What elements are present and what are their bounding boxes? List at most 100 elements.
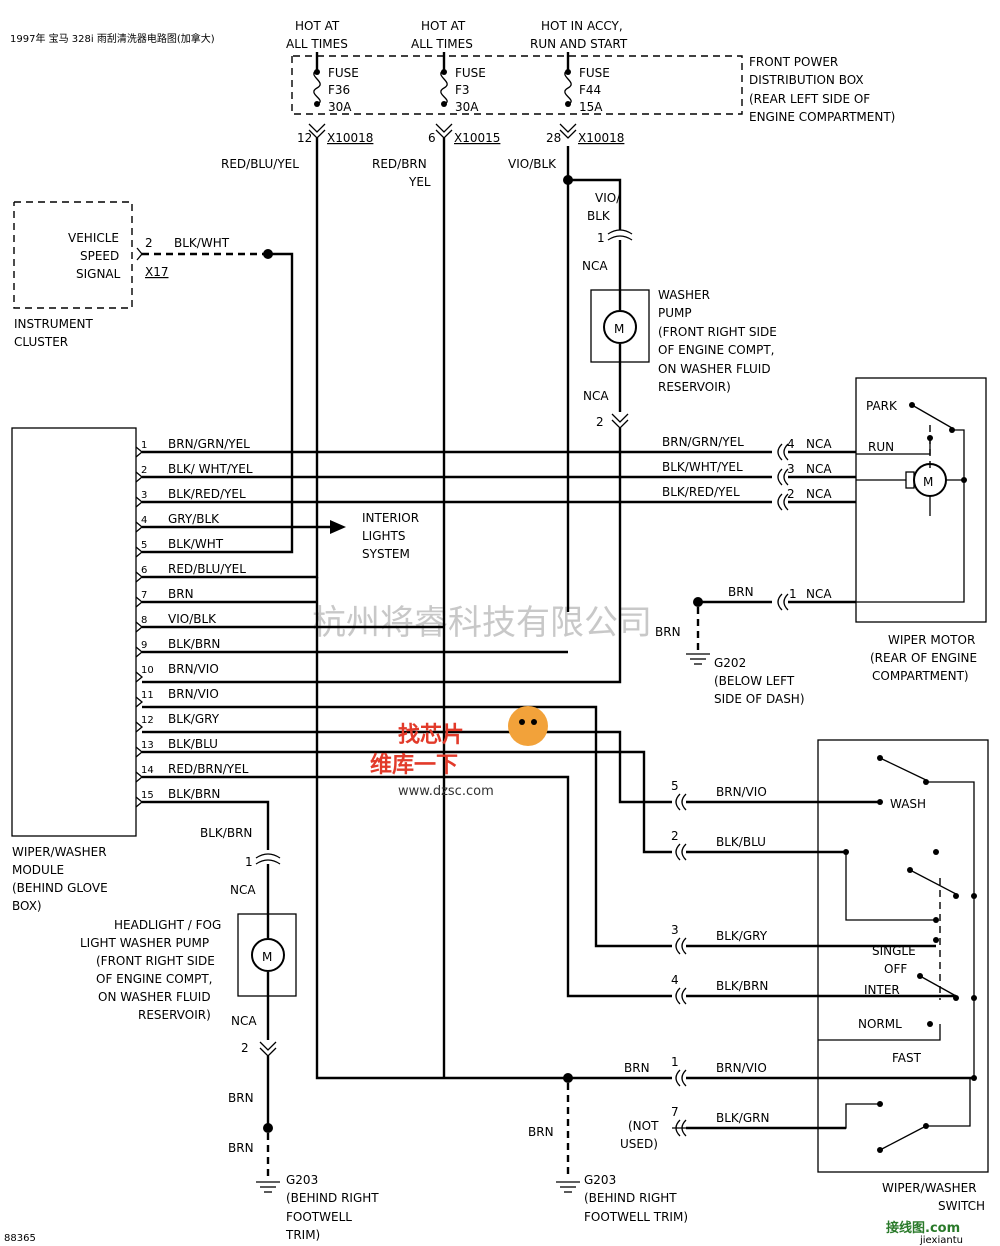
fuse3-id: F44 <box>579 83 601 97</box>
washer-pump-motor: M <box>614 322 624 336</box>
fuse-box-label-1: FRONT POWER <box>749 55 838 69</box>
module-pin-number: 6 <box>141 565 147 576</box>
g203-left-label-3: FOOTWELL <box>286 1210 352 1224</box>
g203-right-label-1: G203 <box>584 1173 616 1187</box>
module-pin-number: 15 <box>141 790 154 801</box>
corner-watermark-sub: jiexiantu <box>919 1235 963 1246</box>
module-pin-number: 10 <box>141 665 154 676</box>
wiper-motor-run: RUN <box>868 440 894 454</box>
g203-right-label-3: FOOTWELL TRIM) <box>584 1210 688 1224</box>
g202-label-3: SIDE OF DASH) <box>714 692 805 706</box>
module-pin-wire: BLK/RED/YEL <box>168 487 246 501</box>
switch-pos-off: OFF <box>884 962 907 976</box>
interior-lights-1: INTERIOR <box>362 511 419 525</box>
ground-g202: BRN BRN G202 (BELOW LEFT SIDE OF DASH) <box>655 585 805 706</box>
washer-pump-label-5: ON WASHER FLUID <box>658 362 771 376</box>
module-pin-wire: GRY/BLK <box>168 512 220 526</box>
interior-lights-2: LIGHTS <box>362 529 406 543</box>
fuse3-connector: X10018 <box>578 131 624 145</box>
fuse1-id: F36 <box>328 83 350 97</box>
hl-pump-nca-top: NCA <box>230 883 256 897</box>
washer-pump-label-1: WASHER <box>658 288 710 302</box>
wiper-motor-pin-number: 1 <box>789 587 797 601</box>
switch-label-2: SWITCH <box>938 1199 985 1213</box>
fuse3-hot-2: RUN AND START <box>530 37 628 51</box>
switch-pin-number: 7 <box>671 1105 679 1119</box>
module-pin-number: 9 <box>141 640 147 651</box>
switch-pin1-left-wire: BRN <box>624 1061 650 1075</box>
switch-pin7-note-2: USED) <box>620 1137 658 1151</box>
switch-pos-fast: FAST <box>892 1051 922 1065</box>
switch-pin-wire: BRN/VIO <box>716 785 767 799</box>
washer-pump-pin-bottom: 2 <box>596 415 604 429</box>
module-label-1: WIPER/WASHER <box>12 845 107 859</box>
hl-pump-label-6: RESERVOIR) <box>138 1008 211 1022</box>
switch-pin-wire: BLK/BLU <box>716 835 766 849</box>
module-pin-number: 7 <box>141 590 147 601</box>
fuse1-connector: X10018 <box>327 131 373 145</box>
module-pin-wire: BRN/VIO <box>168 687 219 701</box>
fuse3-rating: 15A <box>579 100 603 114</box>
module-pin-number: 5 <box>141 540 147 551</box>
switch-pin-wire: BLK/GRN <box>716 1111 769 1125</box>
g202-wire-h: BRN <box>728 585 754 599</box>
module-pin-number: 2 <box>141 465 147 476</box>
washer-pump-wire-2: BLK <box>587 209 611 223</box>
wiper-motor-label-2: (REAR OF ENGINE <box>870 651 977 665</box>
hl-pump-label-1: HEADLIGHT / FOG <box>114 918 221 932</box>
cluster-inner-3: SIGNAL <box>76 267 121 281</box>
module-pin-number: 11 <box>141 690 154 701</box>
module-pin-wire: BLK/BLU <box>168 737 218 751</box>
ground-g203-right: BRN G203 (BEHIND RIGHT FOOTWELL TRIM) <box>528 1083 688 1224</box>
wiper-motor: PARK RUN M WIPER MOTOR (REAR OF ENGINE C… <box>855 377 987 683</box>
module-label-3: (BEHIND GLOVE <box>12 881 108 895</box>
g203-left-label-1: G203 <box>286 1173 318 1187</box>
g203-right-label-2: (BEHIND RIGHT <box>584 1191 677 1205</box>
module-pin-wire: RED/BRN/YEL <box>168 762 249 776</box>
module-label-2: MODULE <box>12 863 64 877</box>
interior-lights-3: SYSTEM <box>362 547 410 561</box>
fuse1-rating: 30A <box>328 100 352 114</box>
diagram-title: 1997年 宝马 328i 雨刮清洗器电路图(加拿大) <box>10 32 215 45</box>
washer-pump-label-3: (FRONT RIGHT SIDE <box>658 325 777 339</box>
switch-pin-number: 1 <box>671 1055 679 1069</box>
hl-pump-label-3: (FRONT RIGHT SIDE <box>96 954 215 968</box>
cluster-inner-2: SPEED <box>80 249 119 263</box>
wiper-motor-pin-number: 2 <box>787 487 795 501</box>
cluster-label-2: CLUSTER <box>14 335 68 349</box>
hl-pump-wire-top: BLK/BRN <box>200 826 252 840</box>
switch-label-1: WIPER/WASHER <box>882 1181 977 1195</box>
hl-pump-label-5: ON WASHER FLUID <box>98 990 211 1004</box>
washer-pump-label-6: RESERVOIR) <box>658 380 731 394</box>
switch-pin: 5 BRN/VIO <box>671 779 880 811</box>
switch-pin-number: 5 <box>671 779 679 793</box>
module-pin-wire: BLK/BRN <box>168 637 220 651</box>
fuse1-hot-1: HOT AT <box>295 19 340 33</box>
wiper-motor-pin-nca: NCA <box>806 437 832 451</box>
instrument-cluster: VEHICLE SPEED SIGNAL INSTRUMENT CLUSTER … <box>13 201 230 349</box>
switch-pos-inter: INTER <box>864 983 900 997</box>
cluster-label-1: INSTRUMENT <box>14 317 93 331</box>
watermark-company: 杭州将睿科技有限公司 <box>312 603 652 643</box>
switch-pos-single: SINGLE <box>872 944 916 958</box>
wire-red-blu-yel-top: RED/BLU/YEL <box>221 157 299 171</box>
fuse-box-label-4: ENGINE COMPARTMENT) <box>749 110 895 124</box>
hl-pump-pin-top: 1 <box>245 855 253 869</box>
wiper-motor-pin-wire: BLK/RED/YEL <box>662 485 740 499</box>
g203-left-wire: BRN <box>228 1141 254 1155</box>
switch-pos-wash: WASH <box>890 797 926 811</box>
washer-pump: VIO/ BLK 1 NCA M NCA 2 WASHER PUMP (FRON… <box>150 146 777 684</box>
washer-pump-label-2: PUMP <box>658 306 692 320</box>
hl-pump-label-4: OF ENGINE COMPT, <box>96 972 213 986</box>
fuse1-hot-2: ALL TIMES <box>286 37 348 51</box>
fuse2-rating: 30A <box>455 100 479 114</box>
wiper-motor-m: M <box>923 475 933 489</box>
module-pin-number: 4 <box>141 515 147 526</box>
fuse3-hot-1: HOT IN ACCY, <box>541 19 623 33</box>
module-pin-number: 1 <box>141 440 147 451</box>
